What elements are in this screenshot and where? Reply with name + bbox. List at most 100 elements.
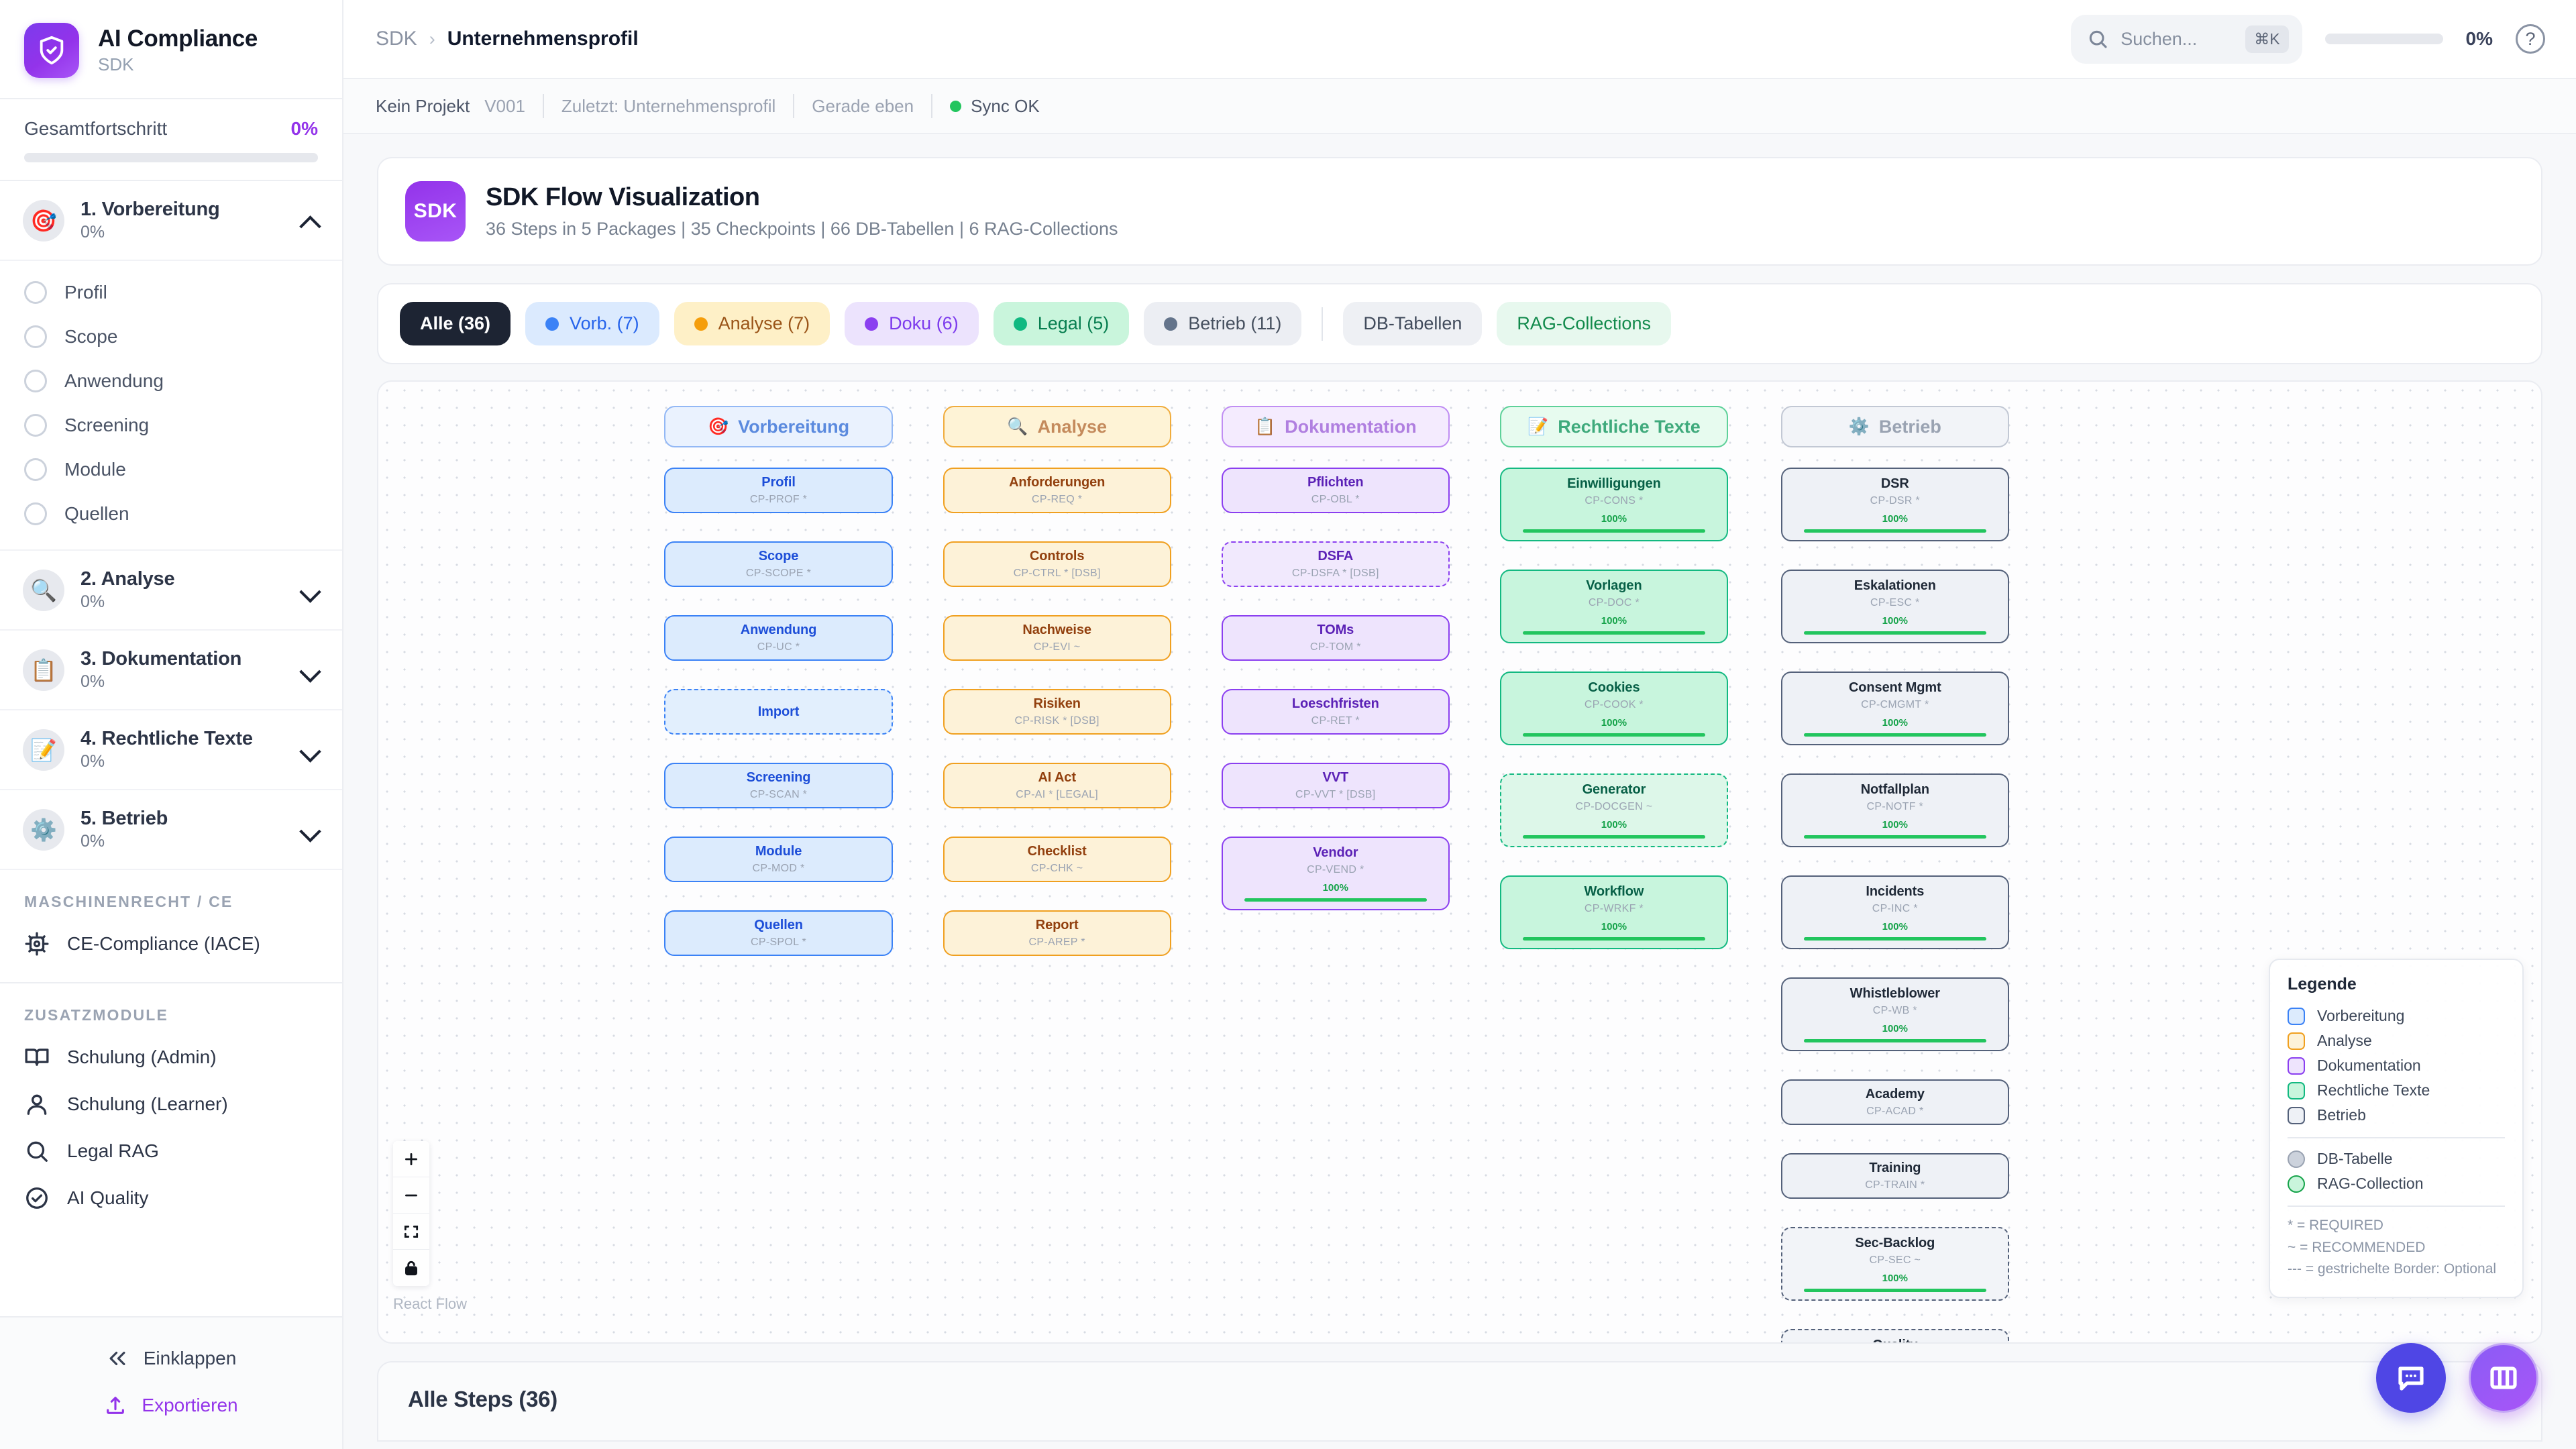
help-icon[interactable]: ? [2516,24,2545,54]
filter-chip-all[interactable]: Alle (36) [400,302,511,345]
section-header-extras: ZUSATZMODULE [24,1006,169,1024]
collapse-sidebar-button[interactable]: Einklappen [0,1335,342,1382]
chat-fab[interactable] [2376,1343,2446,1413]
lock-button[interactable] [393,1250,429,1286]
react-flow-attribution[interactable]: React Flow [393,1295,468,1312]
sidebar-item-anwendung[interactable]: Anwendung [0,359,342,403]
sidebar-item-label: Schulung (Admin) [67,1046,217,1067]
step-radio-icon[interactable] [24,370,47,392]
panel-fab[interactable] [2469,1343,2538,1413]
search-input[interactable]: Suchen... ⌘K [2071,14,2302,64]
filter-chip-vorb[interactable]: Vorb. (7) [525,302,659,345]
flow-canvas[interactable]: 🎯Vorbereitung🔍Analyse📋Dokumentation📝Rech… [377,380,2542,1344]
node-progress-bar [1803,937,1986,941]
step-radio-icon[interactable] [24,502,47,525]
zoom-in-button[interactable] [393,1141,429,1177]
node-name: Eskalationen [1854,578,1936,593]
sidebar-item-screening[interactable]: Screening [0,403,342,447]
zoom-out-button[interactable] [393,1177,429,1214]
filter-chip-db[interactable]: DB-Tabellen [1343,302,1483,345]
export-button[interactable]: Exportieren [0,1382,342,1429]
sidebar-item-legal-rag[interactable]: Legal RAG [0,1128,342,1175]
node-name: Workflow [1584,884,1644,899]
sidebar-item-schulung-learner[interactable]: Schulung (Learner) [0,1081,342,1128]
sidebar-item-profil[interactable]: Profil [0,270,342,315]
legend-label: Dokumentation [2317,1057,2421,1075]
chevron-down-icon[interactable] [301,744,321,756]
filter-chip-rag[interactable]: RAG-Collections [1497,302,1671,345]
phase-percent: 0% [80,672,105,691]
node-progress-bar [1522,937,1705,941]
legend-swatch-icon [2288,1032,2305,1050]
chevron-down-icon[interactable] [301,584,321,596]
sidebar-item-ai-quality[interactable]: AI Quality [0,1175,342,1222]
legend-title: Legende [2288,975,2357,994]
step-radio-icon[interactable] [24,325,47,348]
sidebar-item-scope[interactable]: Scope [0,315,342,359]
step-radio-icon[interactable] [24,281,47,304]
fit-view-button[interactable] [393,1214,429,1250]
sidebar-item-module[interactable]: Module [0,447,342,492]
brand-subtitle: SDK [98,54,134,75]
chevron-down-icon[interactable] [301,824,321,836]
canvas-controls[interactable] [393,1141,429,1286]
sidebar-item-quellen[interactable]: Quellen [0,492,342,536]
filter-chip-betr[interactable]: Betrieb (11) [1144,302,1302,345]
flow-node-import[interactable]: Import [664,689,893,735]
chevron-down-icon[interactable] [301,664,321,676]
chip-label: Analyse (7) [718,313,810,333]
filter-chip-doku[interactable]: Doku (6) [845,302,979,345]
node-code: CP-DOC * [1588,597,1640,608]
node-code: CP-AI * [LEGAL] [1016,789,1099,800]
sidebar-brand[interactable]: AI Compliance SDK [0,0,342,99]
breadcrumb-root[interactable]: SDK [376,28,417,50]
filter-chip-legal[interactable]: Legal (5) [993,302,1130,345]
step-radio-icon[interactable] [24,414,47,437]
flow-node-quality[interactable]: QualityCP-QUAL ~100% [1780,1329,2009,1342]
sidebar-item-schulung-admin[interactable]: Schulung (Admin) [0,1034,342,1081]
step-radio-icon[interactable] [24,458,47,481]
sidebar-item-ce-compliance[interactable]: CE-Compliance (IACE) [0,920,342,967]
node-percent: 100% [1882,717,1908,729]
chevron-up-icon[interactable] [301,215,321,227]
filter-chip-anal[interactable]: Analyse (7) [674,302,830,345]
